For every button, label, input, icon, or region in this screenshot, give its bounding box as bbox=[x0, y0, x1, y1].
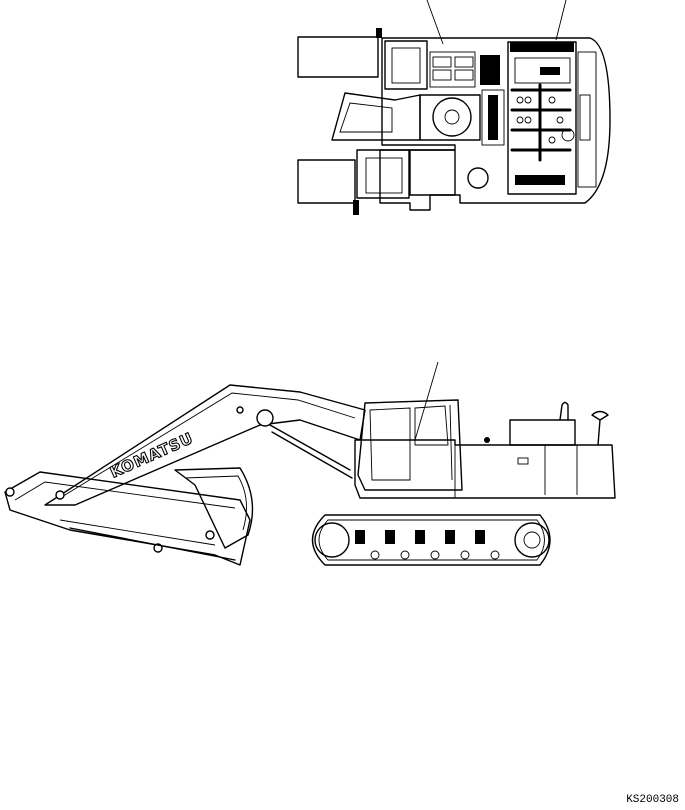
top-radiator-compartment bbox=[507, 41, 577, 195]
top-boom-stub-upper bbox=[297, 36, 379, 78]
top-lower-deck bbox=[409, 149, 456, 196]
side-door-handle bbox=[517, 457, 529, 465]
drawing-code: KS200308 bbox=[626, 794, 679, 806]
top-fuel-cap bbox=[467, 167, 489, 189]
top-cab bbox=[384, 40, 428, 90]
top-swing-bay bbox=[419, 94, 481, 141]
top-counterweight-panel bbox=[577, 51, 597, 188]
side-cab-light bbox=[484, 437, 490, 443]
side-exhaust bbox=[559, 401, 569, 421]
side-cab-window-rear bbox=[414, 405, 449, 446]
side-cab-handrail bbox=[449, 404, 453, 481]
top-mirror-upper bbox=[376, 28, 382, 38]
top-leader-line-right bbox=[555, 0, 567, 41]
side-engine-hood bbox=[509, 419, 576, 446]
side-boom: KOMATSU bbox=[44, 384, 366, 506]
side-upper-body bbox=[354, 439, 616, 499]
side-cab-window-front bbox=[369, 407, 411, 481]
side-arm-cylinder bbox=[69, 527, 236, 561]
top-leader-line-left bbox=[426, 0, 444, 45]
side-track bbox=[311, 514, 551, 566]
top-machine-outline bbox=[379, 37, 611, 211]
top-boom-arm-inner bbox=[339, 102, 393, 133]
top-counterweight-detail bbox=[579, 94, 591, 141]
top-mirror-lower bbox=[353, 200, 359, 215]
side-cab bbox=[357, 399, 463, 491]
top-swing-center bbox=[444, 109, 460, 125]
top-boom-stub-lower bbox=[297, 159, 356, 204]
side-bucket-linkage bbox=[174, 424, 353, 549]
top-swing-circle bbox=[432, 97, 472, 137]
top-lower-cab bbox=[356, 149, 410, 199]
top-cab-window bbox=[391, 47, 421, 84]
top-engine-area bbox=[429, 51, 505, 146]
side-mirror bbox=[591, 410, 609, 446]
side-arm bbox=[4, 471, 251, 566]
side-view: KOMATSU bbox=[4, 361, 616, 566]
top-lower-cab-window bbox=[365, 157, 403, 194]
top-view bbox=[297, 0, 611, 215]
